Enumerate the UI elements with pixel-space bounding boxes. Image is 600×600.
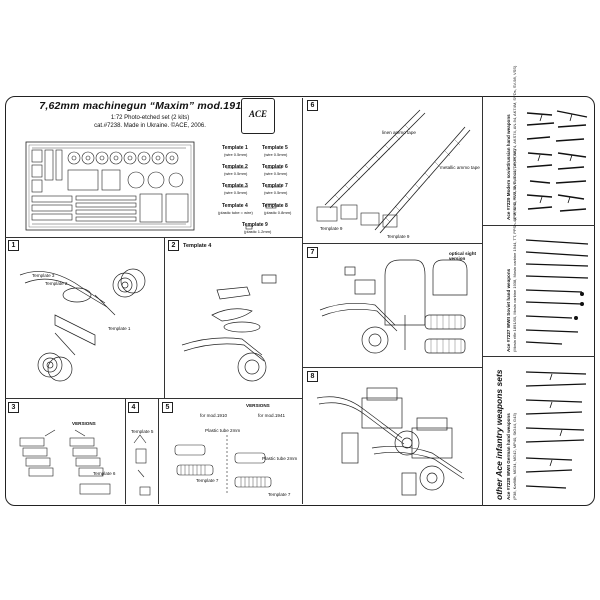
step-6-label: metallic ammo tape	[440, 165, 480, 170]
step-5-label: Template 7	[196, 478, 219, 483]
template-sample-marks	[226, 167, 282, 230]
section-divider	[303, 243, 482, 244]
step-6-label: Template 9	[320, 226, 343, 231]
step-5-label: Plastic tube 2mm	[262, 456, 298, 461]
step-5-number: 5	[162, 402, 173, 413]
step-4-number: 4	[128, 402, 139, 413]
template-7-label: Template 7	[262, 183, 288, 189]
step-2-drawing	[181, 274, 277, 382]
section-divider	[483, 356, 595, 357]
template-2-label: Template 2	[222, 164, 248, 170]
template-1-spec: (wire 0.5mm)	[224, 152, 248, 157]
page-title: 7,62mm machinegun “Maxim” mod.1910/1941	[39, 100, 275, 112]
step-3-drawing	[19, 429, 111, 495]
section-divider	[5, 398, 302, 399]
set-7229-fret-image	[526, 110, 588, 212]
step-6-drawing	[316, 109, 471, 234]
sidebar-heading: other Ace infantry weapons sets	[494, 369, 504, 500]
section-divider	[164, 237, 165, 398]
template-3-label: Template 3	[222, 183, 248, 189]
step-1-label: Template 3	[32, 273, 55, 278]
step-1-label: Template 2	[45, 281, 68, 286]
section-divider	[303, 367, 482, 368]
column-divider	[302, 98, 303, 504]
set-7228-title: Ace #7228 WWII German hand weapons	[506, 413, 511, 500]
template-3-spec: (wire 0.5mm)	[224, 190, 248, 195]
set-7227-sub: (Mosin rifle 1891/30, Mosin carbine 1938…	[512, 149, 517, 352]
step-8-number: 8	[307, 371, 318, 382]
step-4-drawing	[133, 434, 151, 496]
set-7227-fret-image	[525, 239, 589, 345]
step-6-label: linen ammo tape	[382, 130, 416, 135]
step-5-label: Template 7	[268, 492, 291, 497]
step-2-label: Template 4	[183, 243, 212, 249]
step-5-label: for mod.1941	[258, 413, 286, 418]
template-1-label: Template 1	[222, 145, 248, 151]
step-1-label: Template 1	[108, 326, 131, 331]
subtitle: 1:72 Photo-etched set (2 kits)	[110, 115, 190, 121]
template-4-spec: (plastic tube = wire)	[218, 210, 253, 215]
template-4-label: Template 4	[222, 203, 248, 209]
template-6-spec: (wire 0.5mm)	[264, 171, 288, 176]
step-5-label: Plastic tube 2mm	[205, 428, 241, 433]
step-2-number: 2	[168, 240, 179, 251]
sidebar-divider	[482, 96, 483, 506]
step-4-label: Template 5	[131, 429, 154, 434]
ace-logo: ACE	[241, 98, 275, 134]
step-8-drawing	[316, 387, 465, 496]
set-7228-fret-image	[525, 371, 587, 489]
template-9-label: Template 9	[242, 222, 268, 228]
step-5-label: VERSIONS	[246, 403, 270, 408]
template-6-label: Template 6	[262, 164, 288, 170]
set-7229-title: Ace #7229 Modern soviet/russian hand wea…	[506, 114, 511, 220]
step-7-number: 7	[307, 247, 318, 258]
step-5-label: for mod.1910	[200, 413, 228, 418]
section-divider	[5, 237, 302, 238]
step-3-label: VERSIONS	[72, 421, 96, 426]
template-5-spec: (wire 0.5mm)	[264, 152, 288, 157]
step-1-number: 1	[8, 240, 19, 251]
step-5-drawing	[174, 435, 272, 495]
step-6-number: 6	[307, 100, 318, 111]
template-2-spec: (wire 0.5mm)	[224, 171, 248, 176]
catalog-line: cat.#7238. Made in Ukraine. ©ACE, 2006.	[94, 123, 206, 129]
template-9-spec: (plastic 1.2mm)	[244, 229, 272, 234]
template-7-spec: (wire 0.5mm)	[264, 190, 288, 195]
set-7227-title: Ace #7227 WWII Soviet hand weapons	[506, 268, 511, 352]
step-6-label: Template 9	[387, 234, 410, 239]
step-1-drawing	[19, 268, 146, 382]
step-3-label: Template 6	[93, 471, 116, 476]
template-5-label: Template 5	[262, 145, 288, 151]
template-8-label: Template 8	[262, 203, 288, 209]
section-divider	[125, 398, 126, 504]
template-8-spec: (plastic 0.8mm)	[264, 210, 292, 215]
set-7228-sub: (P38, Kar98k, MG34, MG42, MP40, StG44, G…	[512, 413, 517, 500]
photo-etched-fret-drawing	[25, 141, 195, 231]
step-7-drawing	[319, 259, 468, 354]
step-3-number: 3	[8, 402, 19, 413]
instruction-sheet-frame	[5, 96, 595, 506]
section-divider	[158, 398, 159, 504]
section-divider	[483, 225, 595, 226]
step-7-label: optical sight version	[449, 251, 477, 261]
